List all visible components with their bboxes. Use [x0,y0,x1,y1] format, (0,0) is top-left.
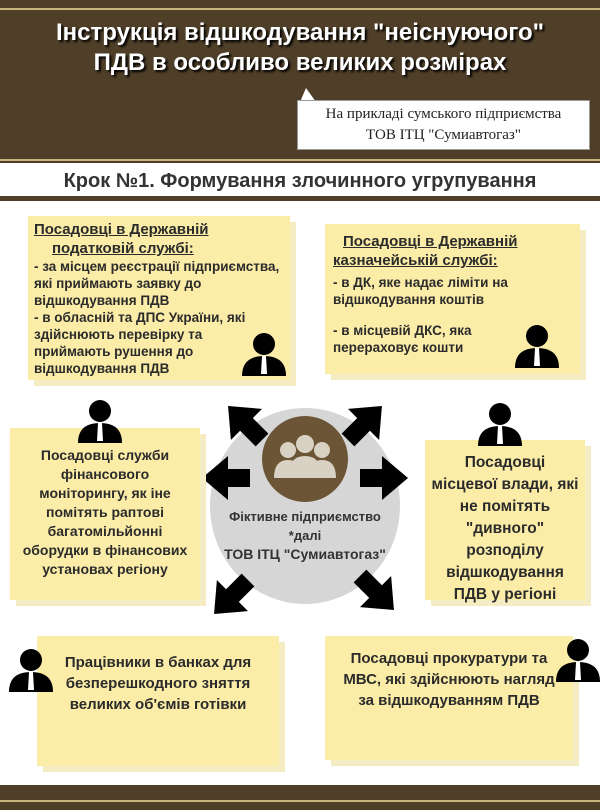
page-title: Інструкція відшкодування "неіснуючого" П… [0,18,600,78]
box-item: - в місцевій ДКС, яка перераховує кошти [333,323,472,355]
step-heading: Крок №1. Формування злочинного угрупуван… [63,170,537,192]
treasury-box: Посадовці в Державній казначейській служ… [325,224,580,374]
person-icon [515,325,559,368]
box-heading: податковій службі: [52,240,194,257]
title-line: ПДВ в особливо великих розмірах [93,49,507,76]
box-heading: Посадовці в Державній [343,233,518,250]
person-icon [242,333,286,376]
callout-tail [300,88,316,102]
box-item: - за місцем реєстрації підприємства, які… [34,259,280,308]
group-icon [262,416,348,502]
local-authority-box: Посадовці місцевої влади, які не помітят… [425,440,585,603]
divider [0,159,600,161]
box-item: - в ДК, яке надає ліміти на відшкодуванн… [333,275,508,307]
callout-line: На прикладі сумського підприємства [325,106,562,122]
divider [0,8,600,10]
example-callout: На прикладі сумського підприємства ТОВ І… [297,100,590,150]
person-icon [78,400,122,443]
center-line: ТОВ ІТЦ "Сумиавтогаз" [224,546,386,562]
title-line: Інструкція відшкодування "неіснуючого" [55,19,545,46]
divider [0,800,600,802]
person-icon [556,639,600,682]
prosecutor-box: Посадовці прокуратури та МВС, які здійсн… [325,636,573,760]
person-icon [478,403,522,446]
divider [0,196,600,201]
banks-box: Працівники в банках для безперешкодного … [37,636,279,766]
center-label: Фіктивне підприємство *далі ТОВ ІТЦ "Сум… [210,507,400,564]
box-item: - в обласній та ДПС України, які здійсню… [34,310,246,376]
person-icon [9,649,53,692]
footer-band [0,785,600,810]
box-heading: казначейській службі: [333,252,498,269]
callout-line: ТОВ ІТЦ "Сумиавтогаз" [366,127,521,143]
finmon-box: Посадовці служби фінансового моніторингу… [10,428,200,600]
center-line: Фіктивне підприємство [229,509,381,524]
center-line: *далі [288,528,322,543]
tax-service-box: Посадовці в Державній податковій службі:… [28,216,290,380]
box-heading: Посадовці в Державній [34,221,209,238]
